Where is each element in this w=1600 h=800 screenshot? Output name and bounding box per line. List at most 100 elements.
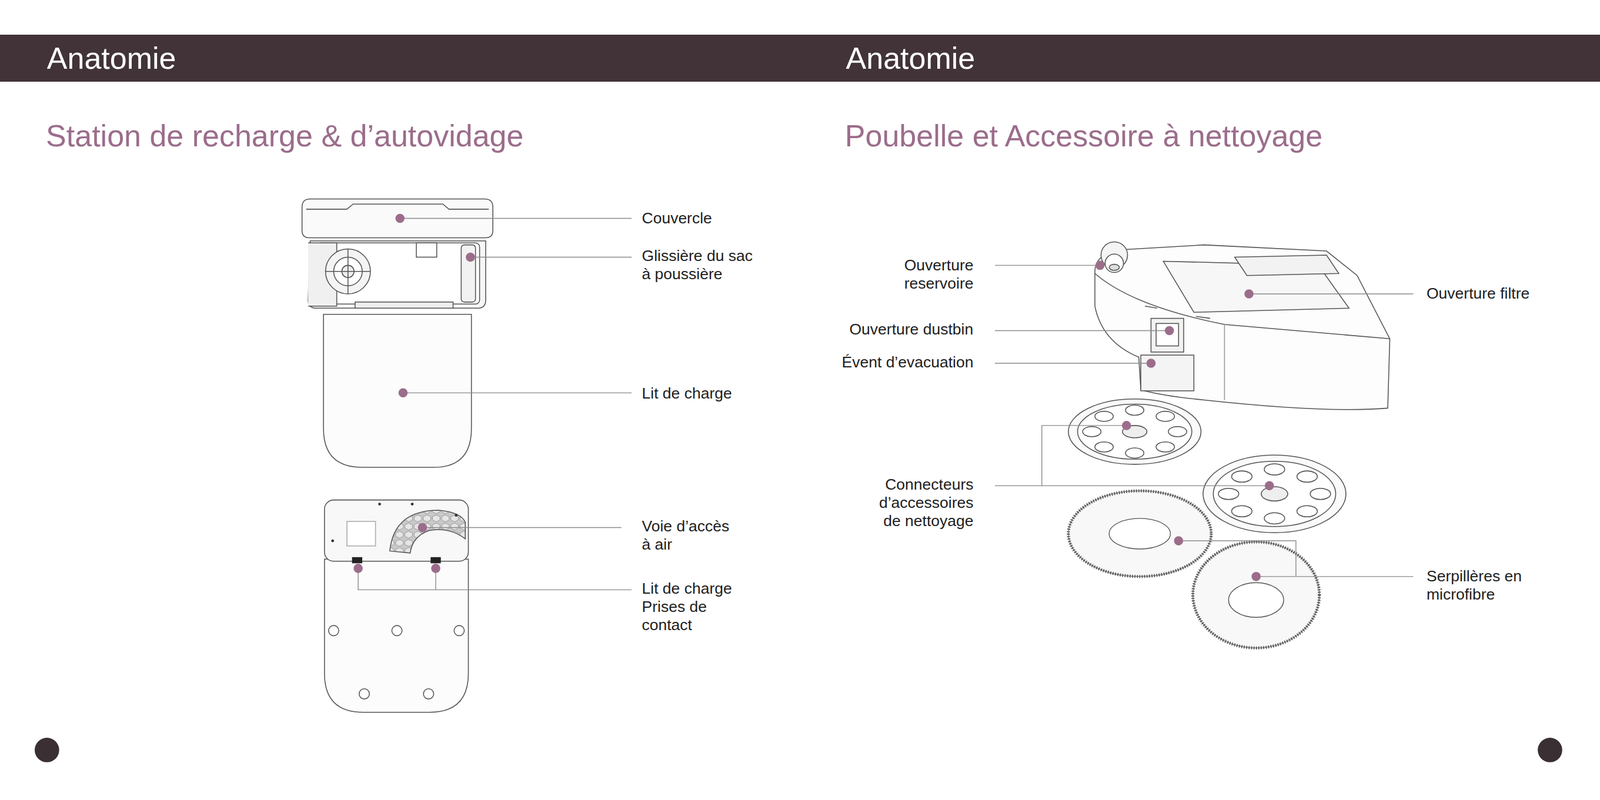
leader-dot (353, 563, 363, 574)
leader-dot (398, 388, 409, 399)
header-title: Anatomie (47, 40, 177, 76)
leader-dot (1095, 261, 1105, 271)
leader-line (994, 265, 1101, 266)
mop-connector-disk (1156, 411, 1175, 422)
dock-bottom-view (423, 689, 434, 700)
mop-connector-disk (1082, 426, 1101, 437)
dock-top-view (323, 314, 472, 468)
leader-line (470, 256, 632, 258)
leader-dot (1244, 289, 1254, 299)
mop-connector-disk (1310, 488, 1331, 500)
microfiber-mop (1068, 490, 1212, 577)
dock-bottom-view (430, 557, 441, 564)
part-label: Ouverture reservoire (885, 256, 974, 293)
leader-line (358, 218, 1414, 590)
mop-connector-disk (1297, 505, 1318, 517)
mop-connector-disk (1231, 471, 1253, 483)
dock-bottom-view (359, 689, 370, 700)
section-heading: Station de recharge & d’autovidage (45, 118, 524, 154)
part-label: Ouverture dustbin (849, 320, 974, 339)
leader-line (402, 392, 632, 394)
microfiber-mop (1228, 582, 1284, 618)
robot-body (1104, 254, 1124, 273)
dock-top-view (355, 302, 454, 309)
robot-body (1156, 323, 1179, 346)
dock-top-view (325, 249, 371, 295)
leader-line (994, 425, 1127, 486)
part-label: Connecteurs d’accessoires de nettoyage (872, 475, 974, 531)
part-label: Couvercle (642, 209, 713, 228)
dock-bottom-view (352, 557, 363, 564)
leader-dot (431, 563, 441, 574)
dock-bottom-view (328, 625, 339, 636)
robot-body (1144, 306, 1158, 309)
dock-bottom-view (331, 539, 334, 543)
robot-body (1140, 355, 1194, 392)
dock-bottom-view (454, 513, 458, 517)
mop-connector-disk (1231, 505, 1253, 517)
leader-line (399, 218, 632, 219)
page-mark (1537, 737, 1563, 763)
robot-body (1094, 241, 1391, 410)
leader-dot (418, 523, 428, 533)
leader-dot (1121, 421, 1132, 431)
leader-line (994, 330, 1170, 332)
dock-bottom-view (391, 625, 402, 636)
leader-line (358, 568, 632, 590)
robot-body (1224, 324, 1226, 400)
dock-top-view (308, 241, 486, 309)
dock-bottom-view (389, 510, 466, 554)
dock-top-view (316, 242, 480, 305)
mop-connector-disk (1094, 411, 1114, 422)
mop-connector-disk (1156, 442, 1175, 453)
header-band: Anatomie (0, 34, 801, 82)
leader-dot (1173, 536, 1184, 546)
robot-body (1150, 318, 1184, 353)
leader-line (422, 527, 621, 529)
microfiber-mop (1193, 542, 1320, 649)
leader-dot (465, 252, 476, 263)
dock-bottom-view (324, 500, 469, 713)
part-label: Évent d’evacuation (842, 353, 974, 372)
page-mark (34, 737, 1563, 763)
section-heading: Poubelle et Accessoire à nettoyage (844, 118, 1323, 154)
mop-connector-disk (1077, 403, 1192, 460)
leader-dot (353, 214, 1274, 582)
mop-connector-disk (1264, 463, 1285, 476)
leader-line (1178, 540, 1296, 577)
robot-body (1094, 245, 1391, 410)
dock-top-view (302, 199, 494, 469)
mop-connector-disk (1203, 455, 1346, 533)
microfiber-mop (1068, 490, 1212, 577)
page-mark (34, 737, 60, 763)
mop-connector-disk (1213, 461, 1336, 527)
dock-top-view (347, 249, 349, 295)
dock-top-view (416, 242, 437, 257)
header-band: Anatomie (800, 34, 1600, 82)
robot-body (1109, 264, 1120, 271)
mop-connector-disk (1094, 442, 1114, 453)
leader-dot (1146, 358, 1157, 369)
part-label: Lit de charge Prises de contact (642, 579, 743, 635)
mop-connector-disk (1261, 486, 1288, 501)
microfiber-mop (1193, 542, 1320, 649)
leader-dot (1264, 481, 1275, 491)
microfiber-mop (1068, 490, 1320, 648)
mop-connector-disk (1297, 471, 1318, 483)
dock-top-view (461, 245, 476, 303)
robot-body (1234, 255, 1339, 276)
header-title: Anatomie (846, 40, 976, 76)
dock-bottom-view (378, 502, 382, 506)
microfiber-mop (1109, 518, 1171, 550)
dock-bottom-view (346, 521, 376, 547)
leader-dot (1164, 326, 1175, 336)
part-label: Serpillères en microfibre (1426, 567, 1533, 604)
mop-connector-disk (1218, 488, 1239, 500)
mop-connector-disk (1125, 448, 1144, 459)
dock-bottom-view (324, 559, 469, 713)
robot-body (1196, 316, 1211, 319)
mop-connector-disk (1125, 405, 1144, 416)
mop-connector-disk (1264, 512, 1285, 524)
dock-bottom-view (411, 502, 414, 506)
